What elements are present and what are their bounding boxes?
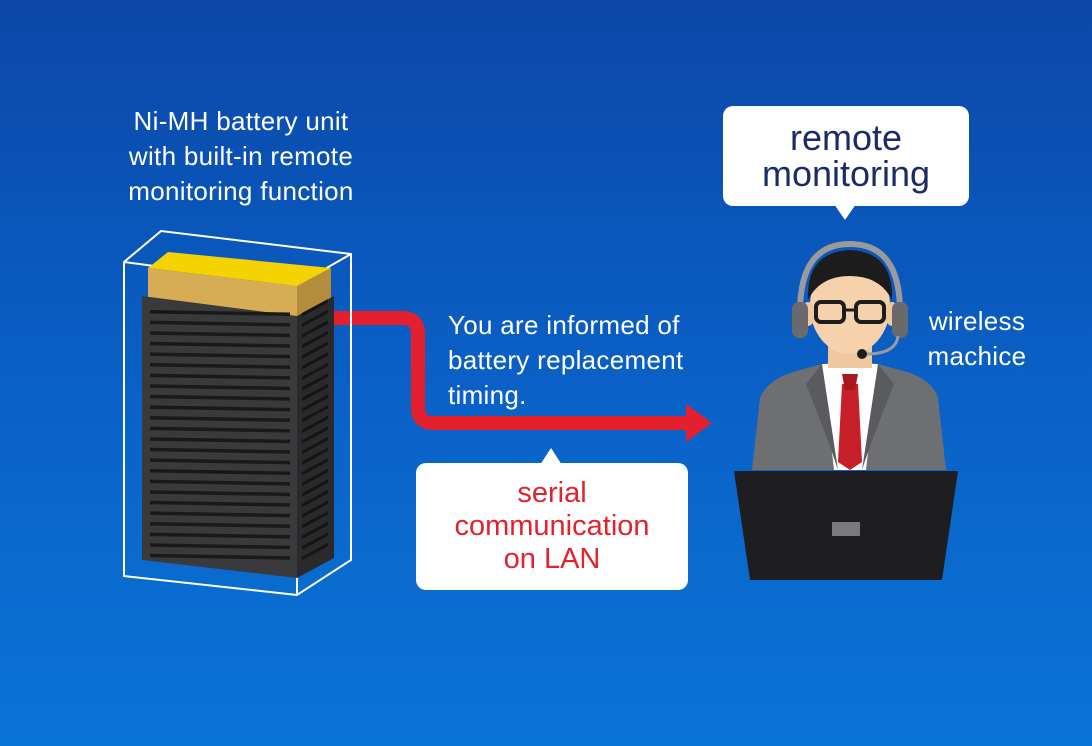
remote-monitoring-text: remote monitoring [761, 117, 931, 194]
replacement-info-text: You are informed of battery replacement … [448, 310, 684, 410]
serial-communication-callout: serial communication on LAN [416, 463, 688, 590]
serial-bubble-tail [540, 448, 562, 465]
remote-bubble-tail [834, 204, 856, 220]
serial-communication-text: serial communication on LAN [454, 477, 650, 575]
battery-rack-icon [123, 229, 352, 597]
operator-headset-icon [752, 240, 946, 470]
laptop-icon [734, 471, 958, 580]
wireless-machine-label: wireless machice [927, 306, 1027, 371]
battery-vents [150, 299, 328, 561]
battery-unit-label: Ni-MH battery unit with built-in remote … [128, 106, 354, 206]
arrow-right-icon [334, 311, 712, 442]
remote-monitoring-callout: remote monitoring [723, 106, 969, 206]
